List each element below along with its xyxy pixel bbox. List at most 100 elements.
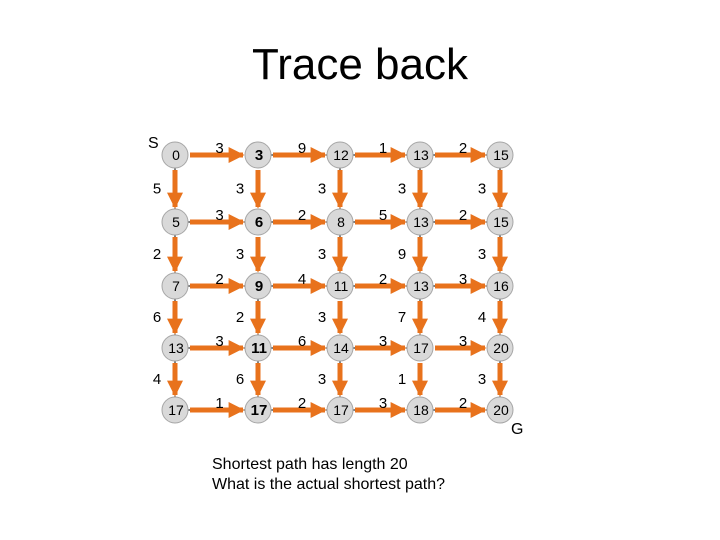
node-value: 18 bbox=[413, 402, 429, 418]
weight-h-label: 3 bbox=[215, 207, 223, 224]
slide-title: Trace back bbox=[251, 40, 468, 89]
weight-v-label: 6 bbox=[153, 309, 161, 326]
grid-node: 17 bbox=[406, 334, 434, 362]
node-circle bbox=[486, 141, 514, 169]
weight-v-label: 3 bbox=[478, 246, 486, 263]
weight-v-label: 2 bbox=[236, 309, 244, 326]
grid-node: 11 bbox=[326, 272, 354, 300]
grid-node: 11 bbox=[244, 334, 272, 362]
node-circle bbox=[326, 272, 354, 300]
grid-node: 18 bbox=[406, 396, 434, 424]
node-value: 17 bbox=[251, 402, 268, 419]
node-circle bbox=[326, 208, 354, 236]
grid-node: 14 bbox=[326, 334, 354, 362]
node-circle bbox=[161, 272, 189, 300]
weight-h-label: 2 bbox=[459, 207, 467, 224]
grid-node: 6 bbox=[244, 208, 272, 236]
weight-h-label: 3 bbox=[215, 333, 223, 350]
weight-v-label: 3 bbox=[318, 181, 326, 198]
node-value: 15 bbox=[493, 147, 509, 163]
weight-h-label: 2 bbox=[459, 140, 467, 157]
node-circle bbox=[244, 334, 272, 362]
weight-v-label: 4 bbox=[478, 309, 486, 326]
grid-node: 15 bbox=[486, 208, 514, 236]
node-circle bbox=[486, 334, 514, 362]
node-value: 13 bbox=[168, 340, 184, 356]
start-label: S bbox=[148, 135, 159, 152]
grid-node: 8 bbox=[326, 208, 354, 236]
node-value: 7 bbox=[172, 278, 180, 294]
weight-v-label: 3 bbox=[236, 246, 244, 263]
grid-node: 7 bbox=[161, 272, 189, 300]
goal-label: G bbox=[511, 421, 523, 438]
weight-h-label: 9 bbox=[298, 140, 306, 157]
node-value: 11 bbox=[251, 340, 267, 357]
grid-node: 20 bbox=[486, 396, 514, 424]
weight-v-label: 7 bbox=[398, 309, 406, 326]
grid-node: 3 bbox=[244, 141, 272, 169]
weight-v-label: 5 bbox=[153, 181, 161, 198]
node-value: 14 bbox=[333, 340, 349, 356]
weight-h-label: 6 bbox=[298, 333, 306, 350]
weight-v-label: 4 bbox=[153, 371, 161, 388]
weight-v-label: 2 bbox=[153, 246, 161, 263]
weight-v-label: 1 bbox=[398, 371, 406, 388]
grid-node: 13 bbox=[406, 272, 434, 300]
grid-node: 20 bbox=[486, 334, 514, 362]
node-value: 9 bbox=[255, 278, 263, 295]
weight-v-label: 3 bbox=[318, 371, 326, 388]
grid-node: 17 bbox=[161, 396, 189, 424]
node-value: 17 bbox=[333, 402, 349, 418]
node-circle bbox=[326, 334, 354, 362]
weight-v-label: 3 bbox=[478, 181, 486, 198]
grid-node: 17 bbox=[244, 396, 272, 424]
node-circle bbox=[406, 141, 434, 169]
node-value: 8 bbox=[337, 214, 345, 230]
grid-node: 17 bbox=[326, 396, 354, 424]
weight-h-label: 3 bbox=[379, 333, 387, 350]
node-value: 20 bbox=[493, 340, 509, 356]
node-circle bbox=[486, 396, 514, 424]
node-circle bbox=[406, 334, 434, 362]
node-circle bbox=[244, 396, 272, 424]
weight-h-label: 3 bbox=[459, 333, 467, 350]
node-circle bbox=[161, 141, 189, 169]
grid-node: 12 bbox=[326, 141, 354, 169]
caption: Shortest path has length 20 What is the … bbox=[212, 455, 445, 495]
node-circle bbox=[406, 396, 434, 424]
weight-v-label: 3 bbox=[398, 181, 406, 198]
weight-h-label: 3 bbox=[459, 271, 467, 288]
node-circle bbox=[244, 141, 272, 169]
node-circle bbox=[326, 396, 354, 424]
node-value: 15 bbox=[493, 214, 509, 230]
weight-v-label: 3 bbox=[318, 309, 326, 326]
grid-node: 13 bbox=[161, 334, 189, 362]
node-value: 3 bbox=[255, 147, 263, 164]
weight-h-label: 2 bbox=[459, 395, 467, 412]
node-circle bbox=[486, 272, 514, 300]
weight-h-label: 1 bbox=[379, 140, 387, 157]
node-value: 6 bbox=[255, 214, 263, 231]
weight-v-label: 9 bbox=[398, 246, 406, 263]
node-circle bbox=[486, 208, 514, 236]
node-value: 20 bbox=[493, 402, 509, 418]
grid-node: 13 bbox=[406, 141, 434, 169]
weight-v-label: 3 bbox=[478, 371, 486, 388]
node-circle bbox=[161, 208, 189, 236]
weight-v-label: 3 bbox=[318, 246, 326, 263]
node-circle bbox=[244, 208, 272, 236]
weight-h-label: 4 bbox=[298, 271, 306, 288]
node-circle bbox=[161, 334, 189, 362]
node-value: 13 bbox=[413, 278, 429, 294]
grid-node: 5 bbox=[161, 208, 189, 236]
weight-v-label: 6 bbox=[236, 371, 244, 388]
weight-h-label: 3 bbox=[215, 140, 223, 157]
node-circle bbox=[244, 272, 272, 300]
weight-v-label: 3 bbox=[236, 181, 244, 198]
grid-node: 13 bbox=[406, 208, 434, 236]
weight-h-label: 5 bbox=[379, 207, 387, 224]
weight-h-label: 3 bbox=[379, 395, 387, 412]
weight-h-label: 1 bbox=[215, 395, 223, 412]
weight-h-label: 2 bbox=[298, 207, 306, 224]
